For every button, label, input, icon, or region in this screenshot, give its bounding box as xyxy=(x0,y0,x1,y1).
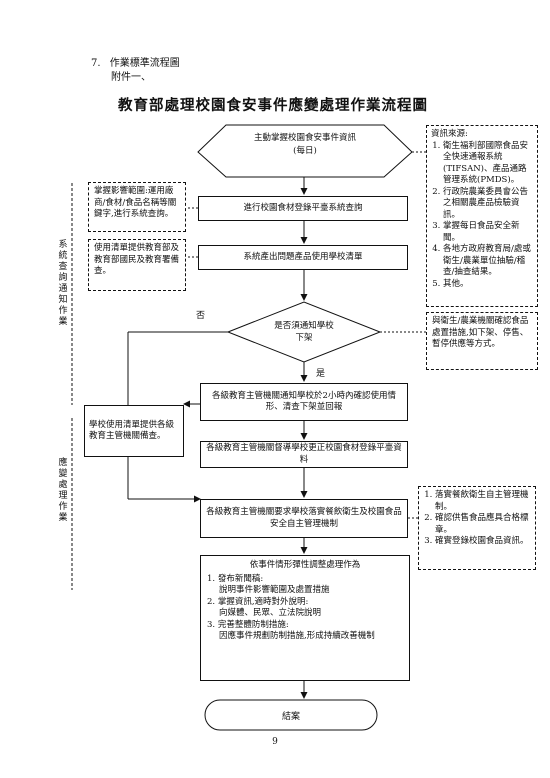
self-mgmt-item: 確實登錄校園食品資訊。 xyxy=(435,536,531,548)
section-number: 7. xyxy=(91,58,101,69)
adjust-item-body: 說明事件影響範圍及處置措施 xyxy=(219,585,330,595)
section-heading: 7. 作業標準流程圖 xyxy=(91,58,180,70)
sources-note: 資訊來源: 衛生福利部國際食品安全快速通報系統(TIFSAN)、產品通路管理系統… xyxy=(426,125,538,307)
source-item: 掌握每日食品安全新聞。 xyxy=(443,221,533,244)
decision-line2: 下架 xyxy=(295,333,313,343)
self-mgmt-item: 落實餐飲衛生自主管理機制。 xyxy=(435,490,531,513)
decision-line1: 是否須通知學校 xyxy=(274,321,334,331)
section-label: 作業標準流程圖 xyxy=(109,58,180,69)
decision-node: 是否須通知學校 下架 xyxy=(248,320,360,344)
adjust-item-num: 3. xyxy=(207,619,216,630)
page-number: 9 xyxy=(272,737,278,747)
require-mgmt-step: 各級教育主管機關要求學校落實餐飲衛生及校園食品安全自主管理機制 xyxy=(200,499,408,538)
start-node: 主動掌握校園食安事件資訊 (每日) xyxy=(226,132,384,158)
self-mgmt-list: 落實餐飲衛生自主管理機制。 確認供售食品應具合格標章。 確實登錄校園食品資訊。 xyxy=(423,490,531,548)
check-platform-step: 進行校園食材登錄平臺系統查詢 xyxy=(198,196,408,221)
page-title: 教育部處理校園食安事件應變處理作業流程圖 xyxy=(118,97,428,114)
adjust-item-head: 掌握資訊,適時對外說明: xyxy=(217,596,309,607)
start-line2: (每日) xyxy=(293,146,317,156)
adjust-actions-step: 依事件情形彈性調整處理作為 1. 發布新聞稿: 說明事件影響範圍及處置措施 2.… xyxy=(200,555,410,681)
adjust-item-body: 向媒體、民眾、立法院說明 xyxy=(219,608,322,618)
source-item: 行政院農業委員會公告之相關農產品檢驗資訊。 xyxy=(443,187,533,222)
no-branch-label: 否 xyxy=(196,311,206,321)
yes-branch-label: 是 xyxy=(316,369,326,379)
source-item: 各地方政府教育局/處或衛生/農業單位抽驗/稽查/抽查結果。 xyxy=(443,244,533,279)
side-label-respond: 應變處理作業 xyxy=(58,458,70,523)
scope-note: 掌握影響範圍:運用廠商/食材/食品名稱等關鍵字,進行系統查詢。 xyxy=(88,182,186,232)
confirm-2hr-step: 各級教育主管機關通知學校於2小時內確認使用情形、清查下架並回報 xyxy=(200,383,408,421)
adjust-item-head: 發布新聞稿: xyxy=(217,573,264,584)
adjust-item-body: 因應事件規劃防制措施,形成持續改善機制 xyxy=(219,631,375,641)
source-item: 衛生福利部國際食品安全快速通報系統(TIFSAN)、產品通路管理系統(PMDS)… xyxy=(443,141,533,187)
coordinate-note: 與衛生/農業機關確認食品處置措施,如下架、停售、暫停供應等方式。 xyxy=(426,312,538,370)
adjust-item-num: 2. xyxy=(207,596,216,607)
side-label-notify: 系統查詢通知作業 xyxy=(58,240,70,327)
attachment-label: 附件一、 xyxy=(111,72,151,83)
sources-title: 資訊來源: xyxy=(431,129,468,139)
end-node: 結案 xyxy=(281,712,300,722)
adjust-title: 依事件情形彈性調整處理作為 xyxy=(249,560,361,570)
supervise-update-step: 各級教育主管機關督導學校更正校園食材登錄平臺資料 xyxy=(200,441,408,468)
adjust-item-num: 1. xyxy=(207,573,216,584)
self-mgmt-note: 落實餐飲衛生自主管理機制。 確認供售食品應具合格標章。 確實登錄校園食品資訊。 xyxy=(418,486,536,570)
self-mgmt-item: 確認供售食品應具合格標章。 xyxy=(435,513,531,536)
start-line1: 主動掌握校園食安事件資訊 xyxy=(253,133,356,143)
adjust-item: 3. 完善整體防制措施: 因應事件規劃防制措施,形成持續改善機制 xyxy=(207,620,403,643)
adjust-item: 1. 發布新聞稿: 說明事件影響範圍及處置措施 xyxy=(207,574,403,597)
list-schools-step: 系統產出問題產品使用學校清單 xyxy=(198,245,408,270)
sources-list: 衛生福利部國際食品安全快速通報系統(TIFSAN)、產品通路管理系統(PMDS)… xyxy=(431,141,533,291)
source-item: 其他。 xyxy=(443,279,533,291)
school-list-report-step: 學校使用清單提供各級教育主管機關備查。 xyxy=(84,405,184,457)
adjust-item-head: 完善整體防制措施: xyxy=(217,619,289,630)
use-list-note: 使用清單提供教育部及教育部國民及教育署備查。 xyxy=(88,239,186,291)
end-shape xyxy=(204,699,378,731)
adjust-item: 2. 掌握資訊,適時對外說明: 向媒體、民眾、立法院說明 xyxy=(207,597,403,620)
